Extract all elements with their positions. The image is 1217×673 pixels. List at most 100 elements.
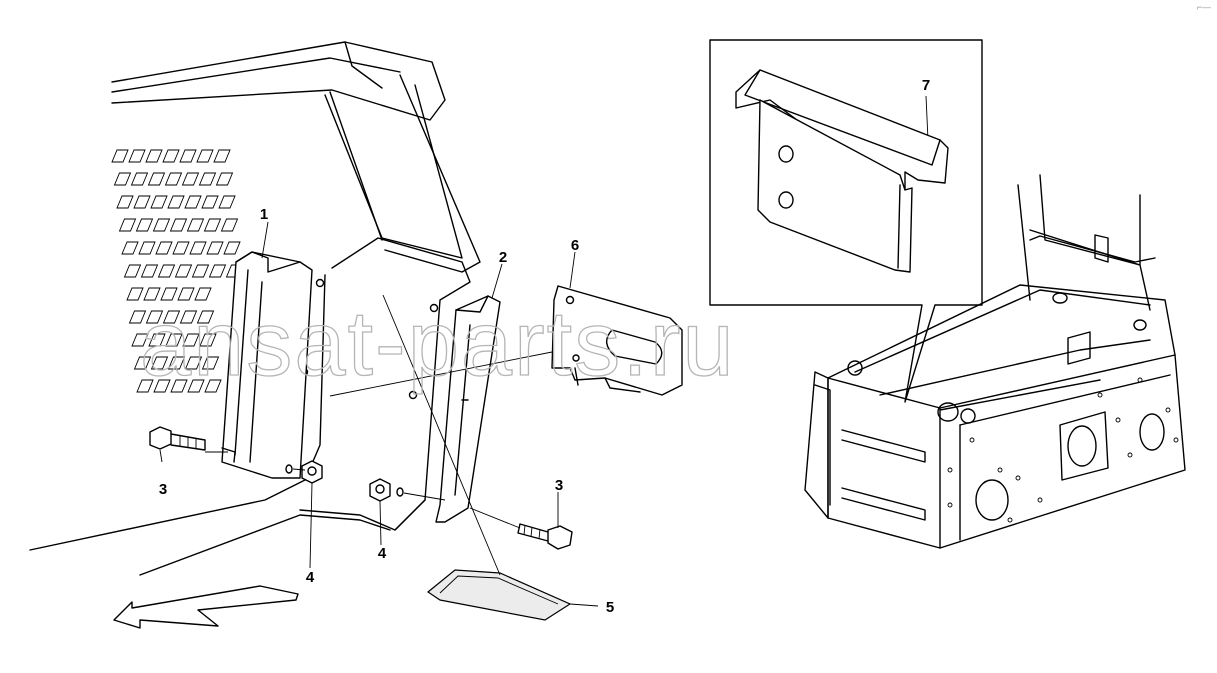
grille-cell	[136, 379, 154, 393]
callout-4-left: 4	[306, 569, 315, 586]
grille-cell	[206, 241, 224, 255]
grille-cell	[145, 310, 164, 324]
grille-cell	[169, 218, 188, 232]
grille-cell	[213, 149, 231, 163]
grille-cell	[118, 218, 137, 232]
grille-cell	[162, 310, 181, 324]
nut-4-left	[301, 460, 323, 484]
grille-cell	[204, 379, 222, 393]
grille-cell	[157, 264, 176, 278]
frame-hole	[1165, 407, 1171, 413]
part-2-strip	[435, 295, 501, 523]
grille-cell	[189, 241, 207, 255]
callout-4-right: 4	[378, 545, 387, 562]
grille-cell	[182, 333, 200, 347]
grille-cell	[170, 379, 188, 393]
frame-hole	[1127, 452, 1133, 458]
part-6-plate	[551, 285, 683, 396]
frame-hole	[969, 437, 975, 443]
callout-3-right: 3	[555, 477, 563, 494]
grille-cell	[179, 149, 197, 163]
grille-cell	[155, 241, 173, 255]
frame-hole	[1097, 392, 1103, 398]
callout-labels: 1 2 3 3 4 4 5 6 7	[159, 77, 930, 616]
grille-cell	[113, 172, 132, 186]
grille-cell	[172, 241, 190, 255]
grille-cell	[181, 172, 200, 186]
grille-cell	[194, 287, 212, 301]
grille-cell	[174, 264, 193, 278]
part-5-pad	[426, 569, 572, 621]
grille-cell	[184, 195, 202, 209]
detail-inset	[709, 39, 983, 403]
grille-cell	[123, 264, 142, 278]
grille-cell	[140, 264, 159, 278]
grille-cell	[167, 195, 185, 209]
watermark-text: ansat-parts.ru	[140, 293, 736, 395]
grille-cell	[126, 287, 144, 301]
frame-hole	[947, 467, 953, 473]
frame-chassis	[804, 174, 1186, 549]
grille-cell	[148, 333, 166, 347]
grille-cell	[179, 310, 198, 324]
grille-cell	[184, 356, 203, 370]
grille-cell	[186, 218, 205, 232]
bolt-3-right	[517, 523, 573, 550]
grille-cell	[147, 172, 166, 186]
grille-cell	[145, 149, 163, 163]
grille-cell	[152, 218, 171, 232]
frame-hole	[1115, 417, 1121, 423]
grille-cell	[164, 172, 183, 186]
grille-cell	[220, 218, 239, 232]
grille-cell	[128, 310, 147, 324]
frame-hole	[1137, 377, 1143, 383]
grille-cell	[133, 195, 151, 209]
frame-hole	[997, 467, 1003, 473]
grille-cell	[187, 379, 205, 393]
ventilation-grille	[111, 149, 244, 393]
frame-hole	[1007, 517, 1013, 523]
grille-cell	[218, 195, 236, 209]
grille-cell	[208, 264, 227, 278]
grille-cell	[135, 218, 154, 232]
grille-cell	[203, 218, 222, 232]
grille-cell	[138, 241, 156, 255]
grille-cell	[223, 241, 241, 255]
grille-cell	[215, 172, 234, 186]
grille-cell	[196, 310, 215, 324]
grille-cell	[199, 333, 217, 347]
grille-cell	[150, 356, 169, 370]
callout-1: 1	[260, 206, 268, 223]
callout-6: 6	[571, 237, 579, 254]
callout-7: 7	[922, 77, 930, 94]
callout-3-left: 3	[159, 481, 167, 498]
grille-cell	[165, 333, 183, 347]
grille-cell	[191, 264, 210, 278]
grille-cell	[198, 172, 217, 186]
part-1-bracket	[221, 251, 313, 479]
grille-cell	[162, 149, 180, 163]
grille-cell	[160, 287, 178, 301]
callout-2: 2	[499, 249, 507, 266]
direction-arrow-icon	[113, 585, 299, 629]
grille-cell	[167, 356, 186, 370]
grille-cell	[111, 149, 129, 163]
grille-cell	[128, 149, 146, 163]
washers	[285, 464, 404, 497]
grille-cell	[201, 356, 220, 370]
corner-mark: ⌐—	[1196, 2, 1211, 12]
part-7-guard-plate	[735, 69, 949, 273]
grille-cell	[196, 149, 214, 163]
frame-hole	[1015, 475, 1021, 481]
grille-cell	[150, 195, 168, 209]
grille-cell	[116, 195, 134, 209]
grille-cell	[133, 356, 152, 370]
leader-lines	[159, 95, 929, 607]
frame-hole	[947, 502, 953, 508]
grille-cell	[130, 172, 149, 186]
nut-4-right	[369, 478, 391, 502]
grille-cell	[121, 241, 139, 255]
grille-cell	[201, 195, 219, 209]
grille-cell	[143, 287, 161, 301]
